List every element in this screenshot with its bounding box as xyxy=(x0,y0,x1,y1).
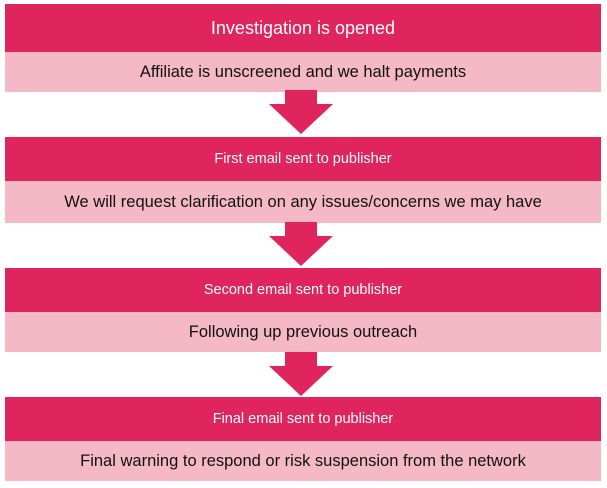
flow-step-final-email: Final email sent to publisher Final warn… xyxy=(5,397,601,481)
flow-step-first-email: First email sent to publisher We will re… xyxy=(5,137,601,223)
step-title: Investigation is opened xyxy=(5,4,601,52)
flow-step-second-email: Second email sent to publisher Following… xyxy=(5,268,601,352)
step-description: Final warning to respond or risk suspens… xyxy=(5,441,601,481)
down-arrow-icon xyxy=(269,222,333,266)
down-arrow-icon xyxy=(269,352,333,396)
step-title: Second email sent to publisher xyxy=(5,268,601,312)
step-title: Final email sent to publisher xyxy=(5,397,601,441)
step-description: We will request clarification on any iss… xyxy=(5,181,601,223)
down-arrow-icon xyxy=(269,90,333,134)
step-description: Affiliate is unscreened and we halt paym… xyxy=(5,52,601,92)
step-title: First email sent to publisher xyxy=(5,137,601,181)
flow-step-investigation-opened: Investigation is opened Affiliate is uns… xyxy=(5,4,601,92)
step-description: Following up previous outreach xyxy=(5,312,601,352)
